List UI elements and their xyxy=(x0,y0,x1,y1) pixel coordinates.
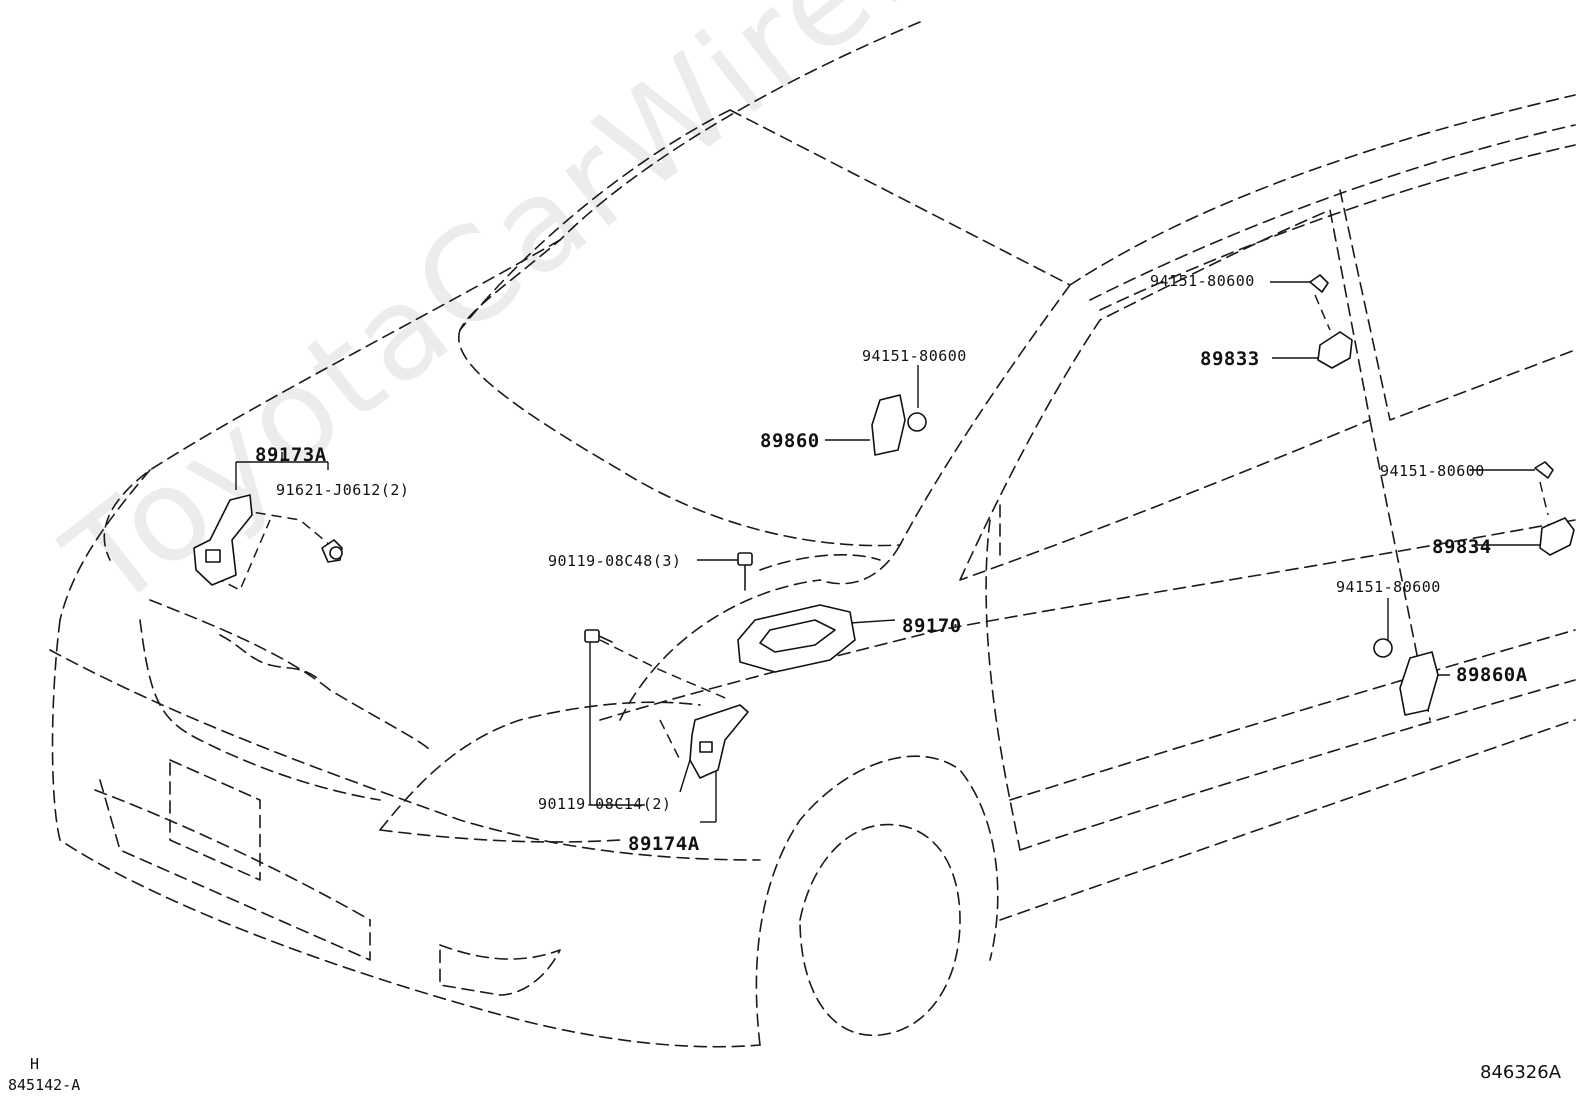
part-89834 xyxy=(1534,461,1575,556)
label-89170: 89170 xyxy=(902,615,962,637)
part-89170 xyxy=(737,604,856,673)
label-90119-08C14: 90119-08C14(2) xyxy=(538,795,672,813)
footer-right-code: 846326A xyxy=(1480,1062,1562,1083)
label-89860A: 89860A xyxy=(1456,664,1528,686)
part-89860 xyxy=(871,394,927,456)
bolt-90119-48 xyxy=(737,552,753,591)
label-89174A: 89174A xyxy=(628,833,700,855)
label-89834: 89834 xyxy=(1432,536,1492,558)
label-94151-low: 94151-80600 xyxy=(1336,578,1441,596)
label-89173A: 89173A xyxy=(255,444,327,466)
part-89173A xyxy=(193,494,253,586)
part-89860A xyxy=(1373,638,1439,716)
label-94151-center: 94151-80600 xyxy=(862,347,967,365)
part-89174A xyxy=(689,704,749,779)
label-94151-top: 94151-80600 xyxy=(1150,272,1255,290)
label-89860: 89860 xyxy=(760,430,820,452)
part-89833 xyxy=(1309,274,1353,369)
label-89833: 89833 xyxy=(1200,348,1260,370)
bolt-90119-14 xyxy=(584,629,613,643)
footer-h: H xyxy=(30,1055,40,1073)
label-90119-08C48: 90119-08C48(3) xyxy=(548,552,682,570)
leader-lines xyxy=(199,281,1549,823)
footer-left-code: 845142-A xyxy=(8,1076,81,1094)
label-94151-mid: 94151-80600 xyxy=(1380,462,1485,480)
bolt-91621 xyxy=(321,539,343,563)
label-91621: 91621-J0612(2) xyxy=(276,481,410,499)
car-outline xyxy=(49,21,1576,1048)
